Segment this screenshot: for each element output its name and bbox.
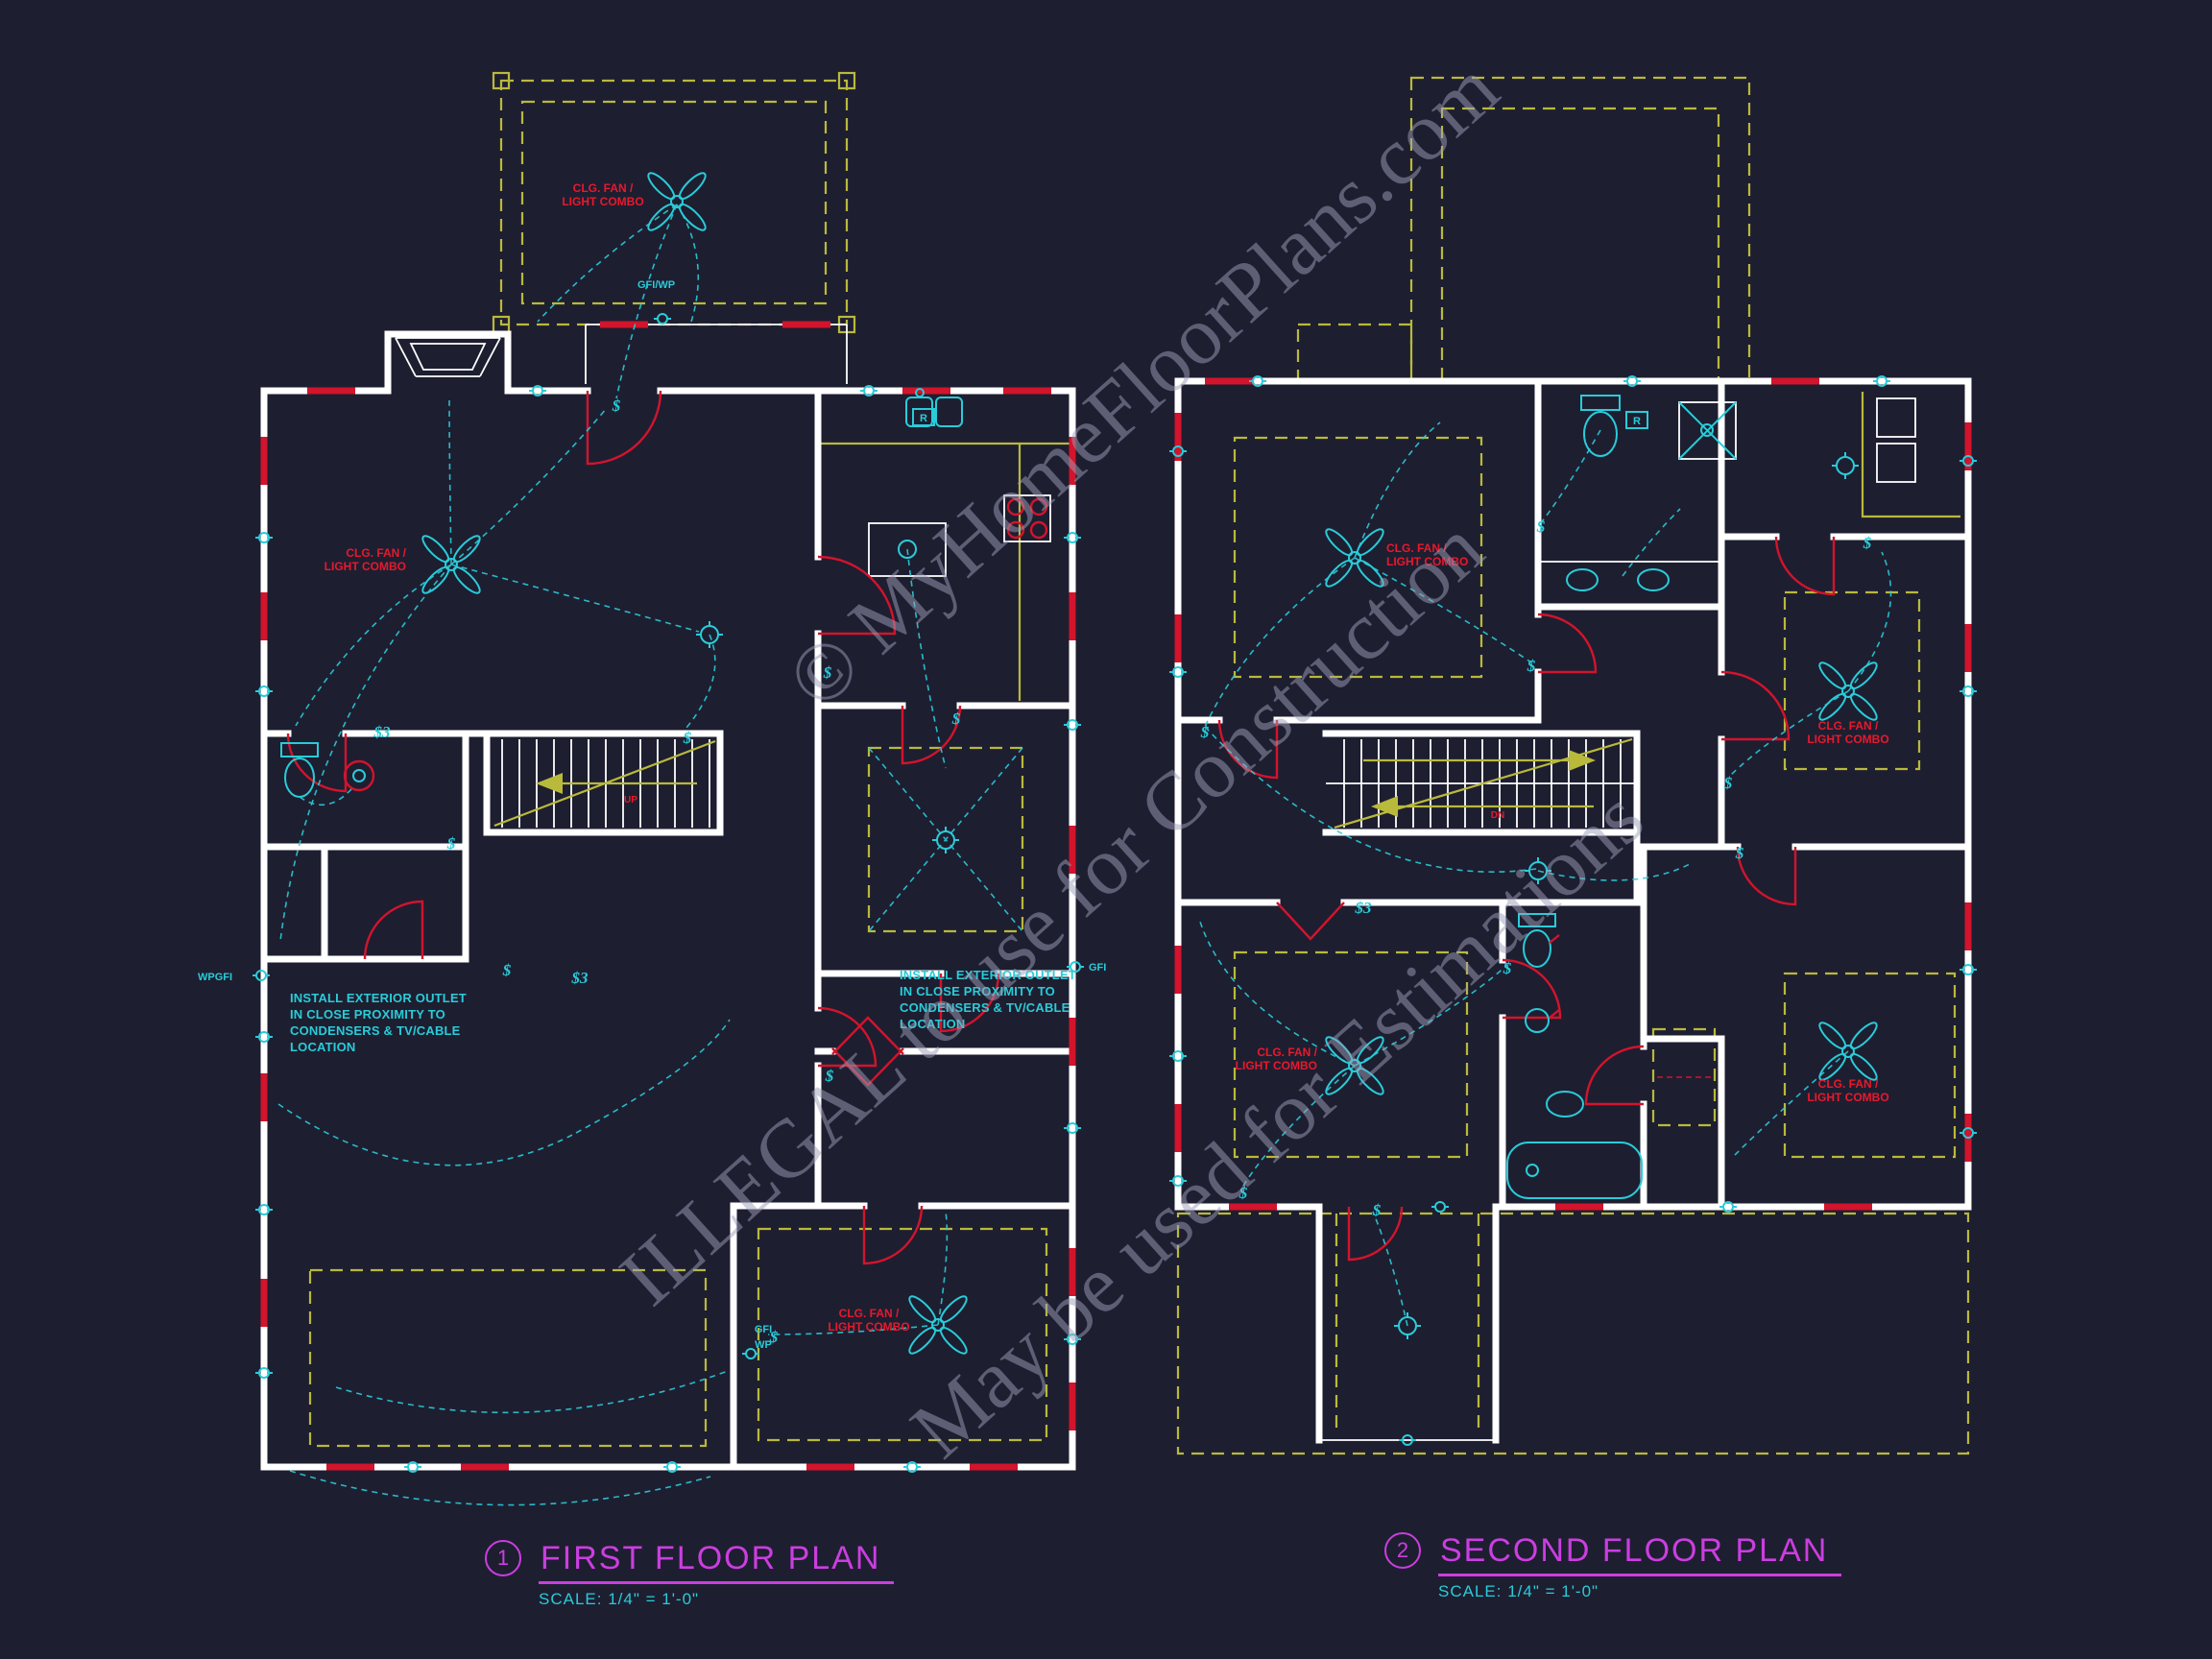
wp-label: WP [755, 1339, 772, 1351]
stair-direction-label: UP [624, 795, 637, 805]
first-floor-titleblock: 1 FIRST FLOOR PLAN SCALE: 1/4" = 1'-0" [485, 1540, 895, 1609]
ceiling-light-icon [1831, 451, 1860, 480]
svg-text:$3: $3 [373, 723, 392, 741]
svg-text:$: $ [1723, 774, 1733, 792]
plan-number-badge: 1 [485, 1540, 521, 1576]
clg-fan-label: LIGHT COMBO [1807, 1091, 1888, 1104]
svg-text:$: $ [823, 663, 832, 682]
svg-text:$: $ [951, 709, 961, 728]
ff-kitchen-fixtures [898, 388, 1048, 559]
sf-doors [1217, 536, 1836, 1262]
svg-text:$: $ [1536, 517, 1546, 536]
second-floor-titleblock: 2 SECOND FLOOR PLAN SCALE: 1/4" = 1'-0" [1384, 1532, 1842, 1601]
svg-text:$3: $3 [571, 969, 589, 987]
ff-roof-deck-outlines [308, 79, 1048, 1448]
svg-text:$: $ [1863, 534, 1872, 552]
clg-fan-label: CLG. FAN / [1257, 1046, 1317, 1059]
stair-direction-label: DN [1491, 810, 1504, 821]
ff-walls [260, 330, 1076, 1471]
svg-text:$: $ [1238, 1184, 1248, 1202]
clg-fan-label: LIGHT COMBO [828, 1320, 909, 1334]
clg-fan-label: CLG. FAN / [573, 181, 634, 195]
sf-walls [1174, 377, 1972, 1444]
svg-text:$3: $3 [1355, 899, 1373, 917]
ff-labels: CLG. FAN / LIGHT COMBO CLG. FAN / LIGHT … [198, 181, 1106, 1351]
svg-text:$: $ [1503, 959, 1512, 977]
clg-fan-label: LIGHT COMBO [562, 195, 643, 208]
svg-text:$: $ [502, 961, 512, 979]
clg-fan-label: LIGHT COMBO [325, 560, 406, 573]
clg-fan-label: CLG. FAN / [1386, 541, 1447, 555]
sf-bath-fixtures [1506, 395, 1737, 1199]
ff-switches: $ $ $ $ $ $ $ $ $3 $3 [373, 397, 961, 1346]
gfi-label: GFI [1089, 962, 1106, 974]
exterior-outlet-note: INSTALL EXTERIOR OUTLET IN CLOSE PROXIMI… [290, 991, 467, 1054]
svg-text:$: $ [825, 1067, 834, 1085]
ff-wiring [277, 204, 1023, 1506]
wpgfi-label: WPGFI [198, 972, 232, 983]
recessed-label: R [1633, 416, 1641, 427]
ff-porch-posts [492, 71, 856, 334]
svg-text:$: $ [1200, 723, 1210, 741]
clg-fan-label: LIGHT COMBO [1386, 555, 1468, 568]
exterior-outlet-note: INSTALL EXTERIOR OUTLET IN CLOSE PROXIMI… [900, 968, 1076, 1031]
svg-text:$: $ [1527, 657, 1536, 675]
svg-text:$: $ [769, 1328, 779, 1346]
svg-text:$: $ [446, 834, 456, 853]
gfi-label: GFI [755, 1324, 772, 1335]
ff-kitchen-counter-lines [818, 442, 1072, 701]
ff-stair-arrow [493, 739, 716, 828]
sf-closet-counter [1861, 392, 1960, 518]
sf-stair-arrows [1334, 737, 1633, 830]
clg-fan-label: CLG. FAN / [1818, 1077, 1879, 1091]
second-floor-scale: SCALE: 1/4" = 1'-0" [1438, 1582, 1599, 1600]
sf-switches: $ $ $ $ $ $ $ $ $ $3 [1200, 517, 1872, 1219]
svg-text:$: $ [612, 397, 621, 415]
recessed-label: R [920, 413, 927, 424]
svg-text:$: $ [1735, 844, 1744, 862]
svg-text:$: $ [1372, 1201, 1382, 1219]
first-floor-scale: SCALE: 1/4" = 1'-0" [539, 1590, 700, 1608]
plan-number-badge: 2 [1384, 1532, 1421, 1569]
first-floor-title: FIRST FLOOR PLAN [539, 1540, 895, 1584]
clg-fan-label: LIGHT COMBO [1807, 733, 1888, 746]
sf-labels: CLG. FAN / LIGHT COMBO CLG. FAN / LIGHT … [1236, 411, 1889, 1104]
clg-fan-label: CLG. FAN / [1818, 719, 1879, 733]
first-floor-plan: $ $ $ $ $ $ $ $ $3 $3 CLG. FAN / LIGHT C… [198, 71, 1106, 1506]
ff-windows [260, 321, 1076, 1471]
clg-fan-label: LIGHT COMBO [1236, 1059, 1317, 1072]
clg-fan-label: CLG. FAN / [346, 546, 406, 560]
gfi-wp-label: GFI/WP [637, 279, 675, 291]
clg-fan-label: CLG. FAN / [839, 1307, 900, 1320]
ff-doors [286, 390, 1000, 1265]
second-floor-plan: $ $ $ $ $ $ $ $ $ $3 CLG. FAN / LIGHT CO… [1168, 76, 1978, 1455]
ceiling-fan-icon [643, 168, 710, 235]
svg-text:$: $ [683, 729, 692, 747]
second-floor-title: SECOND FLOOR PLAN [1438, 1532, 1842, 1576]
